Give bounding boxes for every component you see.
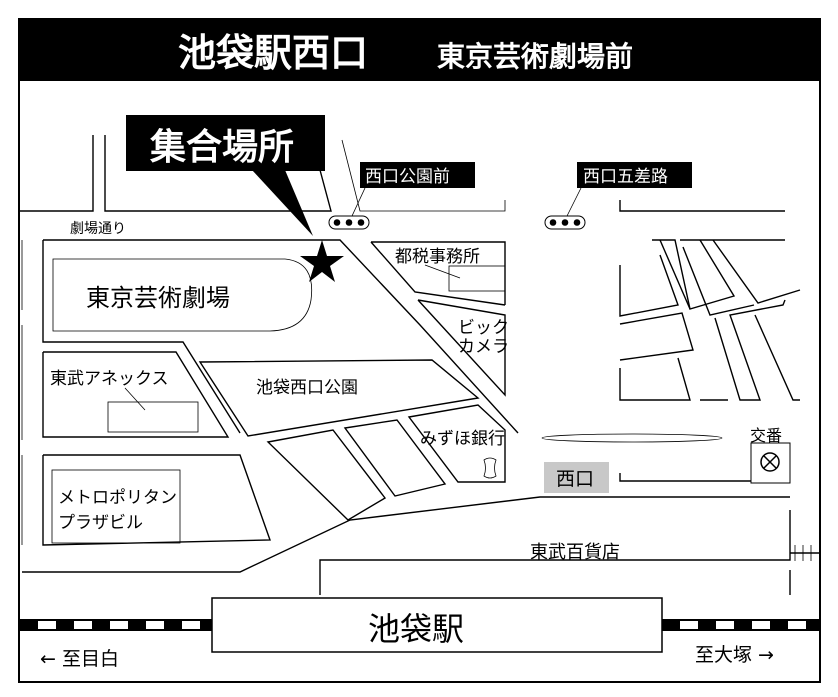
west-exit-label: 西口: [556, 468, 594, 490]
theater-label: 東京芸術劇場: [86, 284, 230, 312]
crossing-label: 西口公園前: [365, 167, 450, 187]
tobu-annex-label: 東武アネックス: [50, 369, 169, 389]
station-label: 池袋駅: [368, 610, 464, 648]
police-box-icon: [760, 452, 780, 472]
direction-otsuka: 至大塚 →: [695, 644, 774, 666]
bic-camera-label: カメラ: [458, 337, 509, 357]
bic-camera-label: ビック: [458, 318, 509, 338]
crossing-nishiguchi-gosaro: 西口五差路: [544, 162, 692, 230]
park-label: 池袋西口公園: [256, 378, 358, 398]
title-bar: [19, 19, 820, 81]
koban-label: 交番: [750, 426, 782, 445]
tax-office-label: 都税事務所: [395, 247, 480, 267]
west-exit-sign: [544, 462, 609, 493]
crossing-label: 西口五差路: [583, 167, 668, 187]
station-building: [211, 597, 663, 653]
mizuho-label: みずほ銀行: [420, 429, 505, 449]
metropolitan-label: メトロポリタン: [58, 488, 177, 508]
star-icon: [300, 240, 344, 282]
direction-mejiro: ← 至目白: [40, 648, 119, 670]
title-main: 池袋駅西口: [178, 31, 368, 75]
meeting-point-label: 集合場所: [149, 127, 294, 168]
tobu-dept-label: 東武百貨店: [530, 542, 620, 563]
title-sub: 東京芸術劇場前: [437, 40, 633, 73]
callout-pointer: [252, 170, 313, 236]
street-label: 劇場通り: [70, 221, 126, 237]
streets: [19, 135, 820, 595]
meeting-point-callout: [126, 115, 325, 171]
metropolitan-label: プラザビル: [58, 513, 143, 533]
crossing-nishiguchi-koen-mae: 西口公園前: [328, 162, 475, 230]
